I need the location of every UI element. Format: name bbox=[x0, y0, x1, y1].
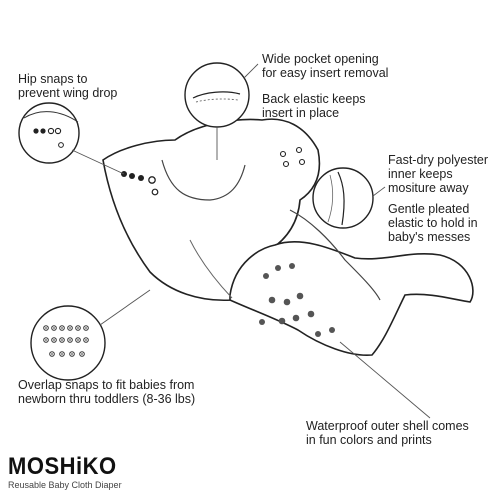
brand-tagline: Reusable Baby Cloth Diaper bbox=[8, 480, 122, 490]
label-pocket-opening: Wide pocket opening for easy insert remo… bbox=[262, 52, 389, 80]
callout-overlap-snaps bbox=[30, 305, 106, 381]
label-hip-snaps: Hip snaps to prevent wing drop bbox=[18, 72, 118, 100]
diaper-wing-right bbox=[229, 241, 474, 356]
leader-lines bbox=[71, 63, 431, 419]
callout-hip-snaps bbox=[18, 102, 80, 164]
brand-logo: MOSHiKO bbox=[8, 452, 117, 480]
label-fast-dry: Fast-dry polyester inner keeps mositure … bbox=[388, 153, 489, 195]
wing-hip-snaps bbox=[121, 171, 159, 196]
callout-pocket bbox=[184, 62, 250, 128]
diaper-inner-edge bbox=[289, 209, 381, 301]
diaper-center-fold bbox=[161, 159, 246, 201]
label-back-elastic: Back elastic keeps insert in place bbox=[262, 92, 366, 120]
diaper-leg-gusset bbox=[189, 239, 233, 299]
label-pleated-elastic: Gentle pleated elastic to hold in baby's… bbox=[388, 202, 478, 244]
front-overlap-snaps bbox=[259, 263, 335, 337]
label-outer-shell: Waterproof outer shell comes in fun colo… bbox=[306, 419, 469, 447]
tab-snaps-right bbox=[279, 146, 306, 168]
brand-block: MOSHiKO Reusable Baby Cloth Diaper bbox=[8, 452, 158, 490]
label-overlap-snaps: Overlap snaps to fit babies from newborn… bbox=[18, 378, 196, 406]
callout-inner bbox=[312, 167, 374, 229]
diaper-front-panel bbox=[102, 118, 321, 302]
